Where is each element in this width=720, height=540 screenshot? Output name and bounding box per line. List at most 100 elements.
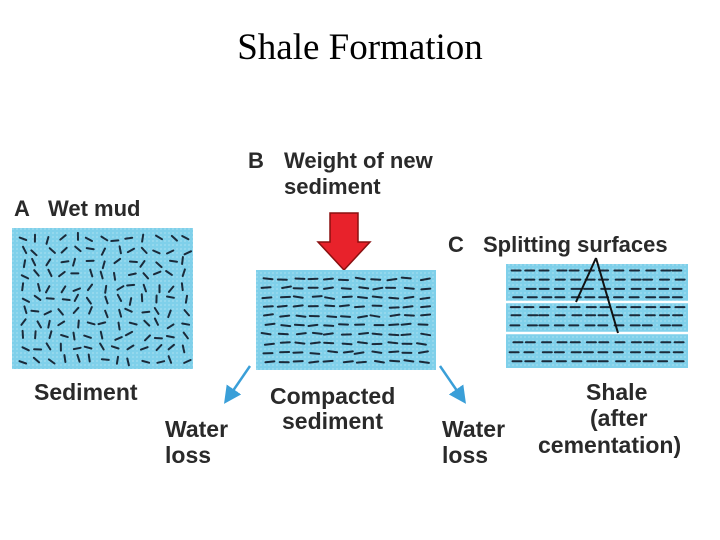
sediment-particle	[371, 279, 380, 280]
sediment-particle	[87, 248, 94, 249]
sediment-particle	[111, 240, 118, 241]
sediment-particle	[62, 261, 69, 262]
sediment-particle	[324, 279, 333, 280]
panel-a-heading: Wet mud	[48, 196, 140, 221]
sediment-particle	[421, 289, 430, 290]
sediment-particle	[167, 297, 174, 298]
sediment-particle	[264, 314, 273, 315]
sediment-particle	[404, 306, 413, 307]
sediment-particle	[294, 296, 303, 297]
sediment-particle	[324, 325, 333, 326]
sediment-particle	[343, 344, 352, 345]
sediment-particle	[373, 297, 382, 298]
sediment-particle	[357, 362, 366, 363]
panel-c-caption-line2: (after	[590, 405, 648, 431]
wet-mud-box	[12, 228, 193, 369]
water-loss-right-arrow-icon	[440, 366, 464, 401]
sediment-particle	[102, 359, 109, 360]
sediment-particle	[309, 325, 318, 326]
sediment-particle	[356, 278, 365, 279]
sediment-particle	[278, 306, 287, 307]
weight-arrow-icon	[318, 213, 370, 270]
sediment-particle	[420, 362, 429, 363]
panel-b-caption-line1: Compacted	[270, 383, 395, 409]
sediment-particle	[142, 312, 149, 313]
sediment-particle	[344, 361, 353, 362]
compacted-sediment-box	[256, 270, 436, 370]
sediment-particle	[405, 315, 414, 316]
sediment-particle	[327, 316, 336, 317]
sediment-particle	[64, 355, 65, 362]
sediment-particle	[388, 279, 397, 280]
sediment-particle	[402, 324, 411, 325]
sediment-particle	[328, 351, 337, 352]
sediment-particle	[31, 311, 38, 312]
sediment-particle	[182, 257, 183, 264]
sediment-particle	[402, 278, 411, 279]
sediment-particle	[63, 299, 70, 300]
sediment-particle	[264, 278, 273, 279]
sediment-particle	[297, 316, 306, 317]
sediment-particle	[417, 343, 426, 344]
sediment-particle	[359, 333, 368, 334]
panel-c-caption-line3: cementation)	[538, 432, 681, 458]
shale-box	[506, 258, 688, 368]
sediment-particle	[22, 283, 23, 290]
panel-a-caption: Sediment	[34, 379, 138, 405]
sediment-particle	[265, 344, 274, 345]
sediment-particle	[389, 335, 398, 336]
sediment-particle	[48, 321, 49, 328]
sediment-particle	[341, 316, 350, 317]
sediment-particle	[130, 298, 131, 305]
sediment-particle	[325, 306, 334, 307]
sediment-particle	[186, 296, 187, 303]
sediment-particle	[344, 351, 353, 352]
panel-c-heading: Splitting surfaces	[483, 232, 668, 257]
panel-b-caption-line2: sediment	[282, 408, 383, 434]
sediment-particle	[74, 333, 75, 340]
sediment-particle	[324, 361, 333, 362]
sediment-particle	[388, 342, 397, 343]
sediment-particle	[114, 273, 115, 280]
sediment-particle	[309, 362, 318, 363]
sediment-particle	[421, 298, 430, 299]
sediment-particle	[142, 235, 143, 242]
sediment-particle	[89, 355, 90, 362]
panel-b-letter: B	[248, 148, 264, 173]
sediment-particle	[182, 324, 189, 325]
sediment-particle	[389, 352, 398, 353]
sediment-particle	[324, 288, 333, 289]
water-loss-right-line1: Water	[442, 416, 505, 442]
sediment-particle	[281, 325, 290, 326]
sediment-particle	[324, 333, 333, 334]
water-loss-left-arrow-icon	[226, 366, 250, 401]
sediment-particle	[358, 342, 367, 343]
sediment-particle	[119, 323, 120, 330]
sediment-particle	[117, 357, 118, 364]
sediment-particle	[295, 343, 304, 344]
sediment-particle	[421, 306, 430, 307]
sediment-particle	[78, 321, 79, 328]
sediment-particle	[297, 333, 306, 334]
sediment-particle	[279, 334, 288, 335]
water-loss-left-line2: loss	[165, 442, 211, 468]
sediment-particle	[127, 285, 134, 286]
sediment-particle	[35, 331, 36, 338]
sediment-particle	[262, 287, 271, 288]
panel-b-heading-line1: Weight of new	[284, 148, 434, 173]
sediment-particle	[421, 315, 430, 316]
sediment-particle	[358, 297, 367, 298]
sediment-particle	[389, 324, 398, 325]
sediment-particle	[294, 305, 303, 306]
sediment-particle	[170, 261, 177, 262]
water-loss-left-line1: Water	[165, 416, 228, 442]
sediment-particle	[405, 297, 414, 298]
sediment-particle	[340, 305, 349, 306]
sediment-particle	[281, 342, 290, 343]
sediment-particle	[404, 360, 413, 361]
sediment-particle	[372, 352, 381, 353]
sediment-particle	[167, 336, 174, 337]
sediment-particle	[47, 298, 54, 299]
panel-c-caption-line1: Shale	[586, 379, 647, 405]
sediment-particle	[310, 353, 319, 354]
